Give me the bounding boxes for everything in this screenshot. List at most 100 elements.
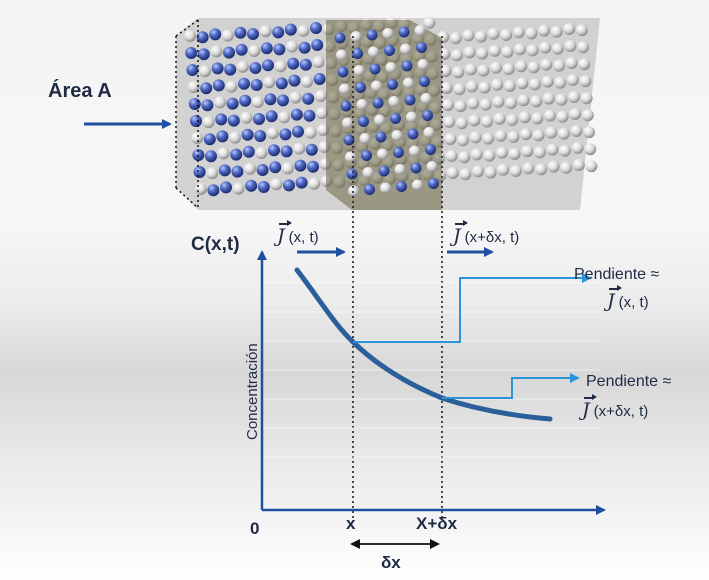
host-atom <box>583 126 595 139</box>
solute-atom <box>215 113 228 126</box>
host-atom <box>517 94 530 107</box>
host-atom <box>225 80 238 93</box>
c-axis-label: C(x,t) <box>191 234 240 255</box>
solute-atom <box>250 79 263 91</box>
slope-bracket-2 <box>442 373 580 399</box>
solute-atom <box>280 145 293 158</box>
delta-label: δx <box>381 553 401 572</box>
host-atom <box>184 30 196 42</box>
solute-atom <box>257 181 270 193</box>
solute-atom <box>311 39 324 51</box>
host-atom <box>477 64 490 77</box>
slope1-formula: J(x, t) <box>607 285 649 312</box>
host-atom <box>382 28 394 39</box>
host-atom <box>406 111 417 123</box>
flux-symbol: J <box>277 220 292 247</box>
concentration-curve <box>294 267 553 422</box>
host-atom <box>316 107 328 119</box>
solute-atom <box>279 128 292 141</box>
solute-atom <box>223 46 235 59</box>
solute-atom <box>303 109 316 122</box>
host-atom <box>454 100 467 113</box>
solute-atom <box>287 57 300 70</box>
host-atom <box>550 25 563 38</box>
solute-atom <box>238 77 250 90</box>
host-atom <box>501 46 514 58</box>
host-atom <box>566 74 579 86</box>
host-atom <box>483 149 496 162</box>
y-axis-label: Concentración <box>244 343 261 440</box>
solute-atom <box>201 99 214 112</box>
host-atom <box>194 183 207 195</box>
solute-atom <box>428 178 439 189</box>
host-atom <box>217 147 230 160</box>
host-atom <box>236 60 249 73</box>
host-atom <box>263 76 276 89</box>
host-atom <box>535 163 547 176</box>
slope1-args: (x, t) <box>618 294 649 311</box>
solute-atom <box>404 94 416 106</box>
solute-atom <box>242 145 255 158</box>
host-atom <box>481 115 493 128</box>
solute-atom <box>410 162 422 174</box>
host-atom <box>569 108 582 120</box>
host-atom <box>453 83 466 96</box>
solute-atom <box>366 29 378 41</box>
host-atom <box>232 182 245 195</box>
host-atom <box>286 40 298 53</box>
host-atom <box>297 24 310 37</box>
host-atom <box>503 80 516 92</box>
solute-atom <box>253 113 265 125</box>
host-atom <box>304 126 317 139</box>
solute-atom <box>254 130 267 142</box>
host-atom <box>500 29 513 41</box>
host-atom <box>409 145 420 157</box>
solute-atom <box>197 48 210 61</box>
host-atom <box>502 63 515 75</box>
host-atom <box>281 162 294 175</box>
host-atom <box>423 16 436 29</box>
host-atom <box>466 80 478 93</box>
flux-symbol: J <box>607 285 622 312</box>
host-atom <box>443 116 456 128</box>
host-atom <box>556 110 569 123</box>
host-atom <box>391 130 403 141</box>
solute-atom <box>186 64 199 76</box>
host-atom <box>229 131 241 144</box>
flux-right-label: J(x+δx, t) <box>453 220 520 247</box>
host-atom <box>544 109 556 122</box>
solute-atom <box>284 23 297 36</box>
host-atom <box>442 99 454 111</box>
solute-atom <box>224 63 237 76</box>
host-atom <box>353 65 365 76</box>
host-atom <box>449 32 462 45</box>
host-atom <box>339 83 350 95</box>
host-atom <box>484 166 497 179</box>
host-atom <box>568 91 580 103</box>
host-atom <box>584 143 597 156</box>
host-atom <box>350 31 362 42</box>
area-label: Área A <box>48 80 112 102</box>
flux-symbol: J <box>582 394 597 421</box>
solute-atom <box>216 130 229 143</box>
host-atom <box>547 160 560 173</box>
host-atom <box>532 129 545 142</box>
solute-atom <box>262 59 274 72</box>
host-atom <box>342 117 353 129</box>
host-atom <box>289 91 302 104</box>
host-atom <box>492 95 505 108</box>
host-atom <box>270 178 283 191</box>
host-atom <box>459 168 472 181</box>
flux-right-args: (x+δx, t) <box>464 229 520 246</box>
solute-atom <box>369 63 381 75</box>
slope2-args: (x+δx, t) <box>593 403 649 420</box>
origin-label: 0 <box>250 519 260 538</box>
solute-atom <box>203 133 216 146</box>
host-atom <box>581 109 594 122</box>
host-atom <box>266 127 279 140</box>
solute-atom <box>364 184 375 195</box>
solute-atom <box>226 97 239 110</box>
solute-atom <box>207 184 220 197</box>
host-atom <box>187 81 200 93</box>
